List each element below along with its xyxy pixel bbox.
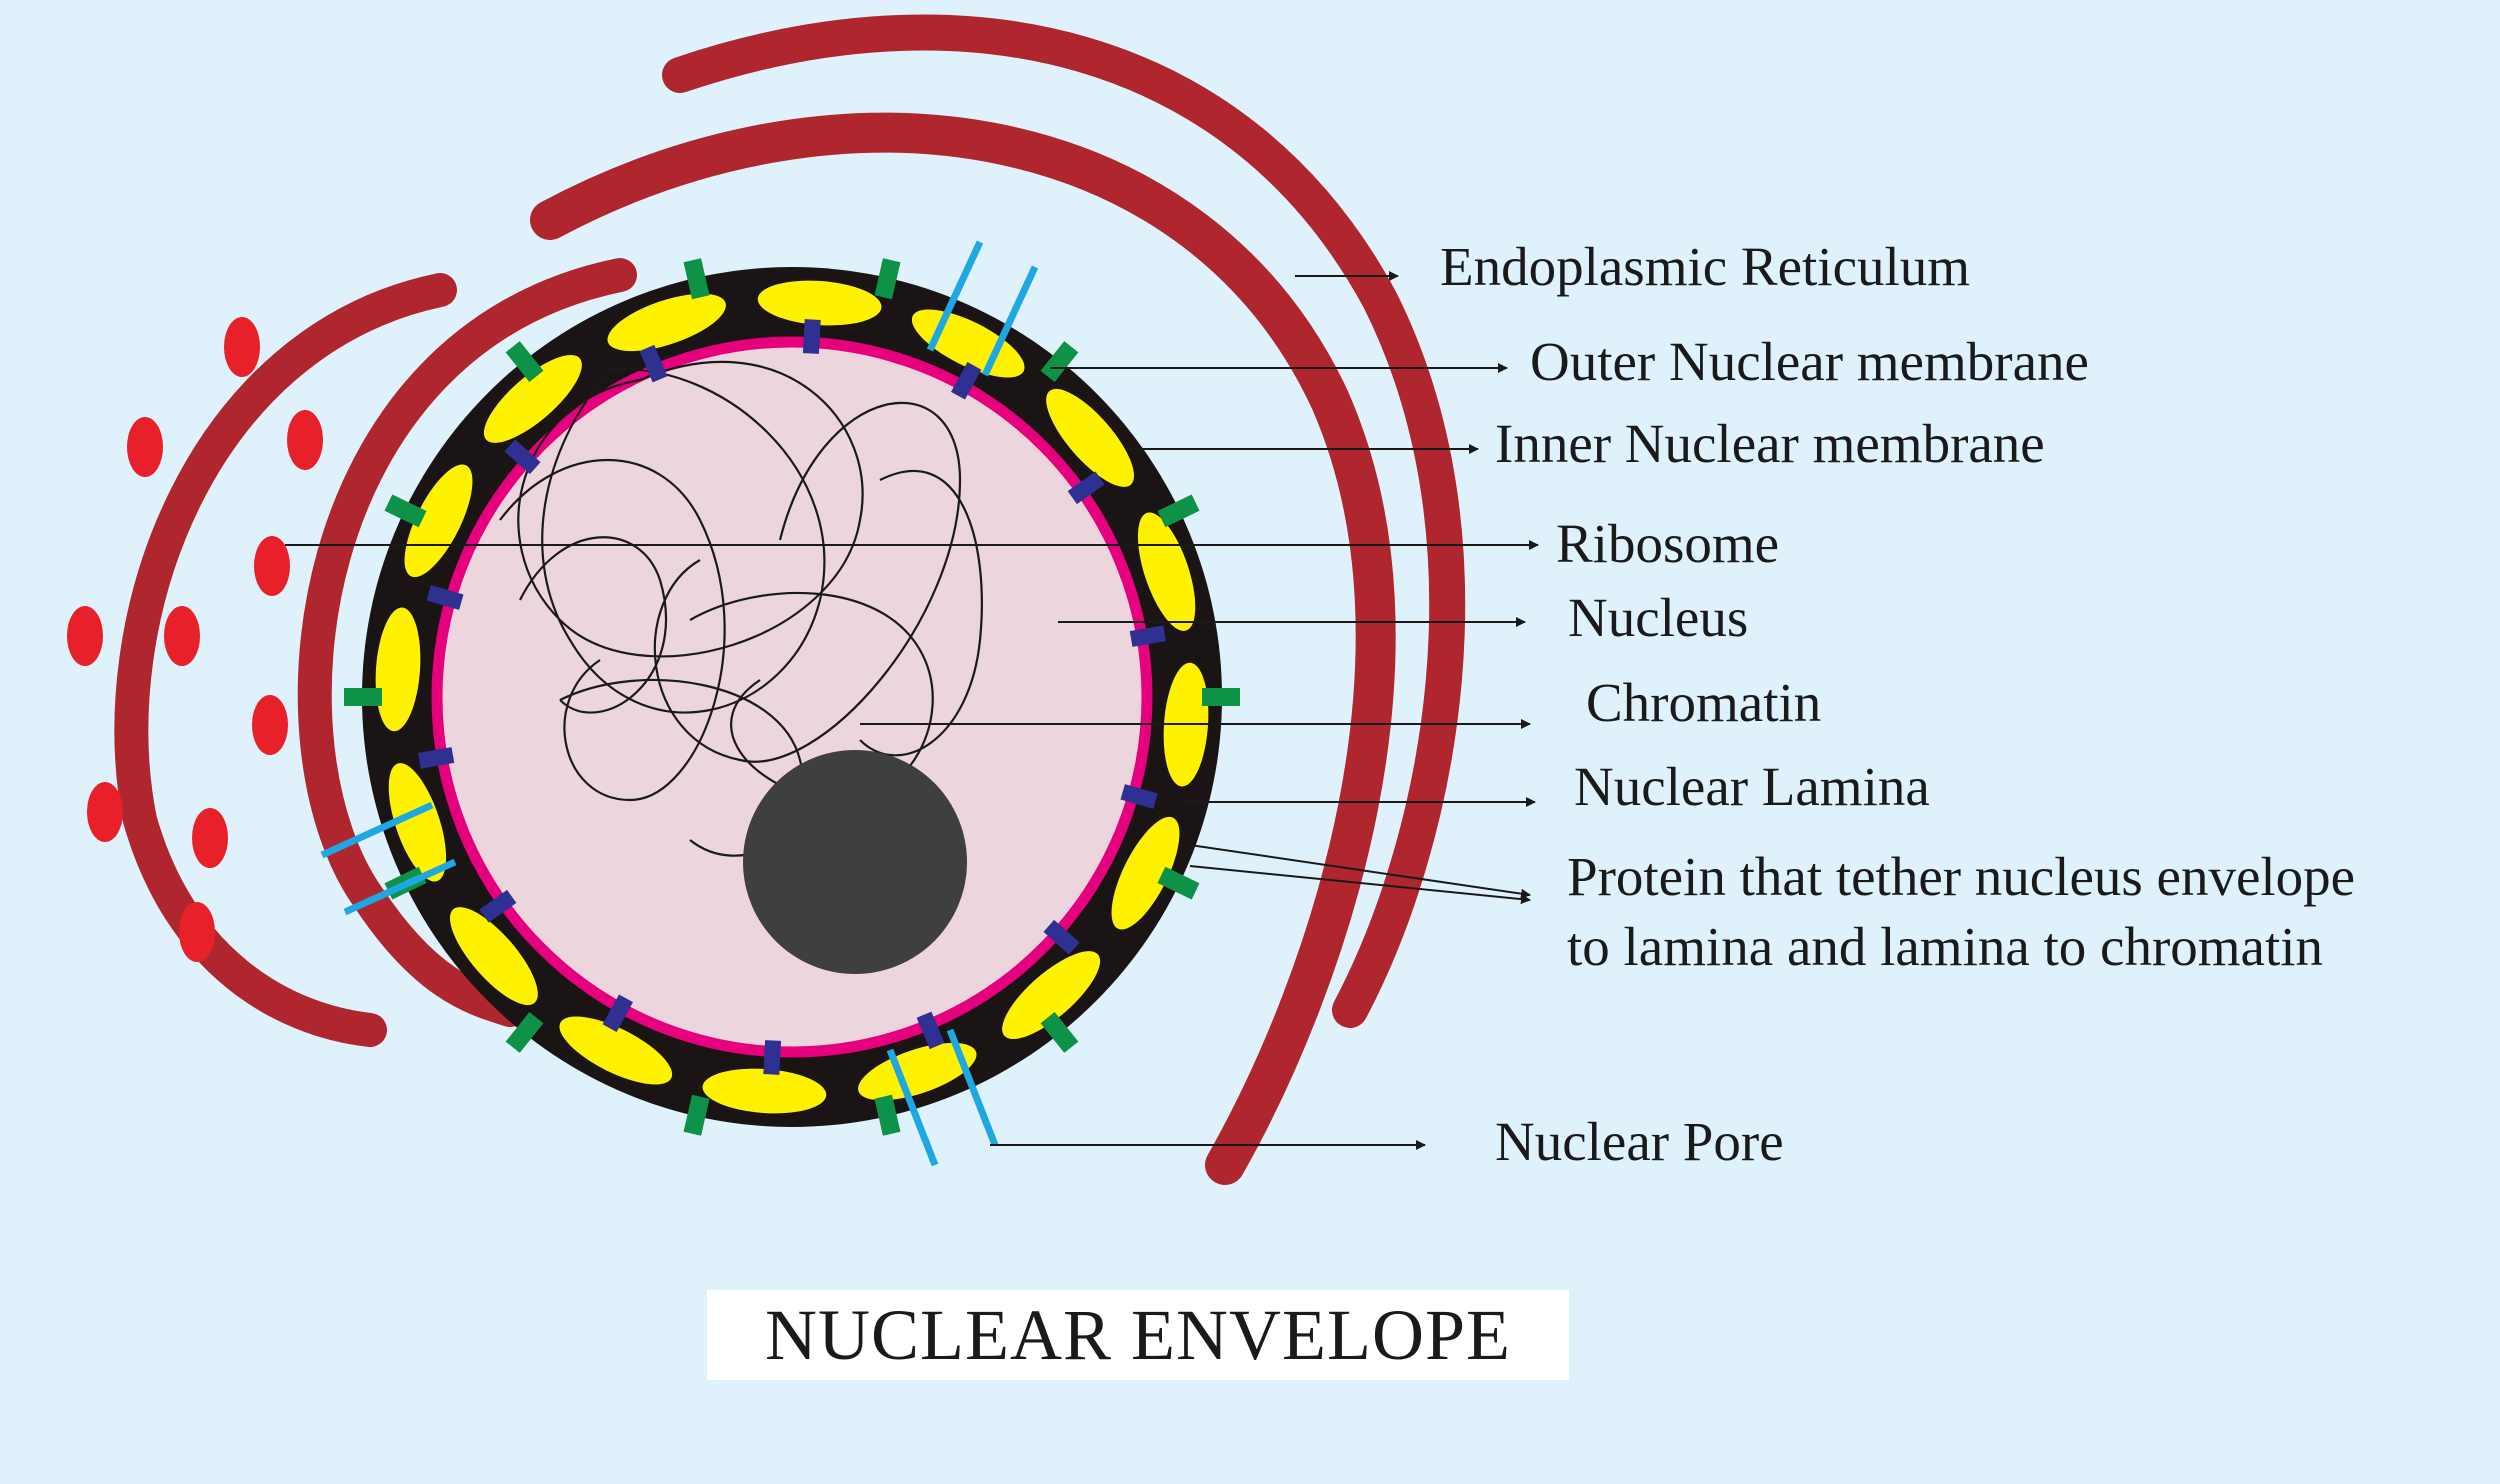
- inner-tether-protein: [916, 1011, 945, 1050]
- nuclear-pores: [320, 240, 1039, 1167]
- inner-tether-protein: [479, 889, 517, 923]
- inner-tether-protein: [1129, 625, 1166, 647]
- outer-tether-protein: [874, 1094, 901, 1136]
- inner-tether-proteins: [418, 319, 1166, 1075]
- perinuclear-vesicle: [702, 1068, 827, 1114]
- ribosome: [192, 808, 228, 868]
- endoplasmic-reticulum: [114, 14, 1466, 1185]
- inner-tether-protein: [1043, 919, 1080, 955]
- inner-tether-protein: [950, 362, 982, 400]
- label-protein-line2: to lamina and lamina to chromatin: [1567, 916, 2323, 977]
- label-nuclear-pore: Nuclear Pore: [1495, 1111, 1784, 1172]
- outer-tether-protein: [505, 341, 544, 383]
- nuclear-pore: [946, 1028, 999, 1147]
- inner-tether-protein: [639, 344, 668, 383]
- er-sheet-left-1: [297, 258, 637, 1027]
- nuclear-pore: [320, 801, 434, 859]
- perinuclear-vesicle: [1002, 951, 1101, 1040]
- label-outer-nuclear-membrane: Outer Nuclear membrane: [1530, 331, 2089, 392]
- outer-tether-protein: [683, 1094, 710, 1136]
- ribosome: [252, 695, 288, 755]
- label-ribosome: Ribosome: [1556, 513, 1779, 574]
- leader-protein-2: [1189, 865, 1531, 905]
- ribosome: [127, 417, 163, 477]
- ribosome: [287, 410, 323, 470]
- leader-protein-1: [1189, 844, 1531, 899]
- leader-lines: [285, 271, 1539, 1150]
- perinuclear-vesicle: [757, 280, 882, 326]
- ribosome: [67, 606, 103, 666]
- label-nuclear-lamina: Nuclear Lamina: [1574, 756, 1930, 817]
- ribosome: [179, 902, 215, 962]
- inner-tether-protein: [426, 585, 464, 610]
- perinuclear-vesicle: [388, 763, 447, 882]
- er-sheet-middle: [530, 112, 1396, 1185]
- ribosome: [224, 317, 260, 377]
- outer-tether-protein: [874, 258, 901, 300]
- label-protein-line1: Protein that tether nucleus envelope: [1567, 846, 2355, 907]
- ribosome: [164, 606, 200, 666]
- title-box: NUCLEAR ENVELOPE: [707, 1290, 1569, 1380]
- perinuclear-vesicle: [607, 293, 726, 352]
- inner-tether-protein: [602, 994, 634, 1032]
- outer-tether-protein: [1157, 494, 1200, 528]
- perinuclear-vesicle: [483, 354, 582, 443]
- nuclear-pore: [886, 1048, 939, 1167]
- ribosome: [87, 782, 123, 842]
- inner-tether-protein: [418, 747, 455, 769]
- label-chromatin: Chromatin: [1586, 672, 1821, 733]
- label-inner-nuclear-membrane: Inner Nuclear membrane: [1495, 413, 2045, 474]
- perinuclear-vesicle: [1137, 512, 1196, 631]
- chromatin: [499, 360, 983, 857]
- nucleolus: [743, 750, 967, 974]
- perinuclear-vesicle: [1046, 388, 1135, 487]
- inner-tether-protein: [1120, 784, 1158, 809]
- er-sheet-outer: [662, 14, 1466, 1028]
- inner-tether-protein: [763, 1040, 782, 1075]
- outer-tether-protein: [1040, 341, 1079, 383]
- outer-tether-protein: [683, 258, 710, 300]
- perinuclear-vesicle: [858, 1042, 977, 1101]
- labels: Endoplasmic Reticulum Outer Nuclear memb…: [1440, 236, 2355, 1172]
- nuclear-pore: [926, 240, 984, 352]
- outer-tether-protein: [1040, 1011, 1079, 1053]
- perinuclear-vesicle: [449, 907, 538, 1006]
- outer-tether-protein: [1157, 866, 1200, 900]
- inner-tether-protein: [802, 319, 821, 354]
- outer-tether-protein: [384, 494, 427, 528]
- label-endoplasmic-reticulum: Endoplasmic Reticulum: [1440, 236, 1970, 297]
- perinuclear-vesicle: [1111, 816, 1180, 930]
- inner-tether-protein: [1067, 471, 1105, 505]
- perinuclear-vesicle: [404, 464, 473, 578]
- ribosome: [254, 536, 290, 596]
- diagram-title: NUCLEAR ENVELOPE: [765, 1294, 1511, 1375]
- ribosomes: [67, 317, 323, 962]
- label-nucleus: Nucleus: [1568, 587, 1748, 648]
- outer-tether-protein: [505, 1011, 544, 1053]
- nucleus-group: [320, 240, 1240, 1167]
- nuclear-pore: [343, 858, 457, 916]
- nuclear-pore: [981, 265, 1039, 377]
- er-sheet-left-2: [114, 273, 457, 1047]
- perinuclear-vesicle: [375, 607, 421, 732]
- inner-tether-protein: [504, 439, 541, 475]
- perinuclear-vesicle: [559, 1016, 673, 1085]
